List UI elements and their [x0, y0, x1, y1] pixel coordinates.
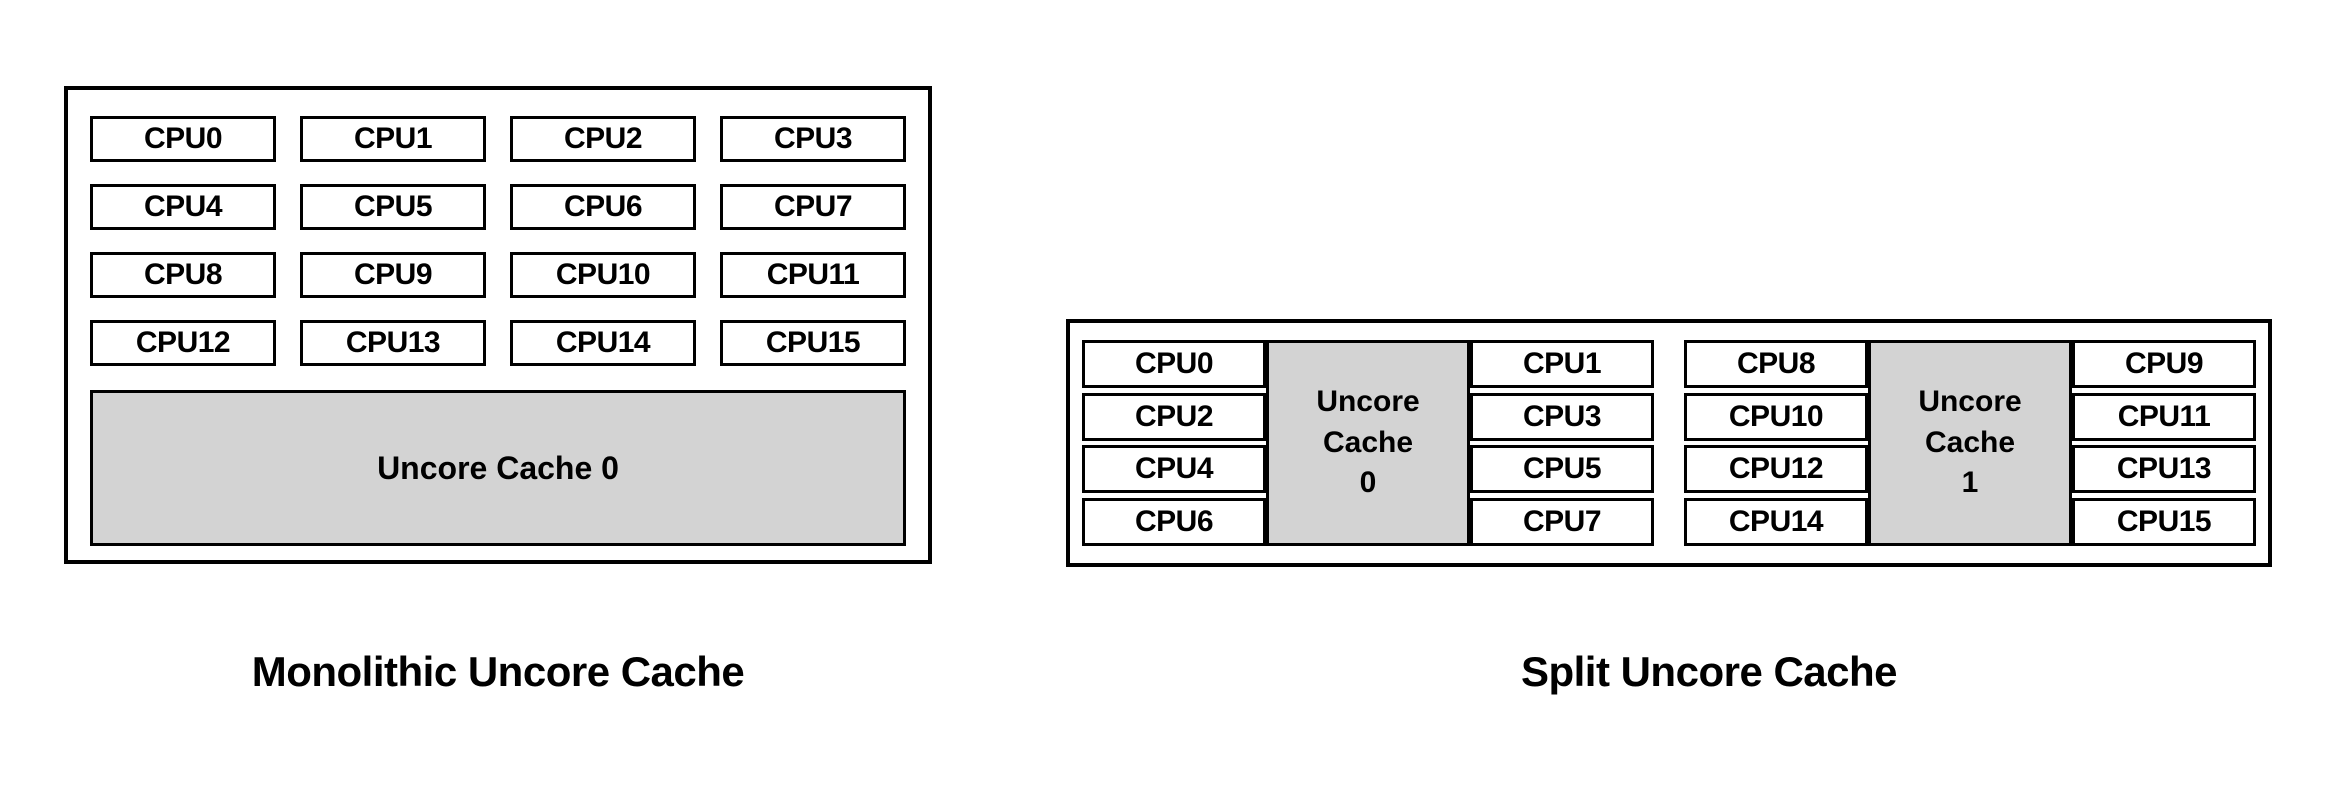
- cpu-box: CPU5: [1470, 445, 1654, 494]
- cpu-box: CPU8: [90, 252, 276, 298]
- cache-cluster-0: CPU0 CPU2 CPU4 CPU6 Uncore Cache 0 CPU1 …: [1082, 340, 1654, 546]
- cpu-box: CPU9: [2072, 340, 2256, 388]
- cpu-box: CPU7: [720, 184, 906, 230]
- cpu-column: CPU0 CPU2 CPU4 CPU6: [1082, 340, 1266, 546]
- cpu-box: CPU6: [1082, 497, 1266, 546]
- cpu-box: CPU3: [1470, 392, 1654, 441]
- split-uncore-diagram: CPU0 CPU2 CPU4 CPU6 Uncore Cache 0 CPU1 …: [1066, 319, 2272, 567]
- cpu-box: CPU14: [1684, 497, 1868, 546]
- cpu-box: CPU9: [300, 252, 486, 298]
- cpu-column: CPU9 CPU11 CPU13 CPU15: [2072, 340, 2256, 546]
- uncore-cache-0-block: Uncore Cache 0: [1266, 340, 1470, 546]
- cpu-box: CPU11: [720, 252, 906, 298]
- cpu-box: CPU1: [1470, 340, 1654, 388]
- cpu-box: CPU13: [2072, 445, 2256, 494]
- cpu-box: CPU13: [300, 320, 486, 366]
- monolithic-uncore-diagram: CPU0 CPU1 CPU2 CPU3 CPU4 CPU5 CPU6 CPU7 …: [64, 86, 932, 564]
- cpu-box: CPU0: [90, 116, 276, 162]
- cpu-box: CPU2: [1082, 392, 1266, 441]
- cpu-box: CPU4: [1082, 445, 1266, 494]
- cpu-column: CPU1 CPU3 CPU5 CPU7: [1470, 340, 1654, 546]
- cpu-box: CPU11: [2072, 392, 2256, 441]
- cpu-box: CPU0: [1082, 340, 1266, 388]
- cpu-box: CPU10: [1684, 392, 1868, 441]
- cpu-box: CPU14: [510, 320, 696, 366]
- split-caption: Split Uncore Cache: [1520, 648, 1898, 695]
- cpu-box: CPU15: [720, 320, 906, 366]
- cpu-box: CPU5: [300, 184, 486, 230]
- cpu-box: CPU6: [510, 184, 696, 230]
- cpu-box: CPU8: [1684, 340, 1868, 388]
- cpu-box: CPU2: [510, 116, 696, 162]
- cpu-box: CPU4: [90, 184, 276, 230]
- cpu-box: CPU7: [1470, 497, 1654, 546]
- uncore-cache-1-block: Uncore Cache 1: [1868, 340, 2072, 546]
- uncore-cache-0-block: Uncore Cache 0: [90, 390, 906, 546]
- cpu-grid: CPU0 CPU1 CPU2 CPU3 CPU4 CPU5 CPU6 CPU7 …: [90, 116, 906, 366]
- cpu-box: CPU15: [2072, 497, 2256, 546]
- cpu-box: CPU12: [90, 320, 276, 366]
- cpu-box: CPU1: [300, 116, 486, 162]
- monolithic-caption: Monolithic Uncore Cache: [251, 648, 745, 695]
- cpu-column: CPU8 CPU10 CPU12 CPU14: [1684, 340, 1868, 546]
- cpu-box: CPU10: [510, 252, 696, 298]
- cpu-box: CPU3: [720, 116, 906, 162]
- cpu-box: CPU12: [1684, 445, 1868, 494]
- cache-cluster-1: CPU8 CPU10 CPU12 CPU14 Uncore Cache 1 CP…: [1684, 340, 2256, 546]
